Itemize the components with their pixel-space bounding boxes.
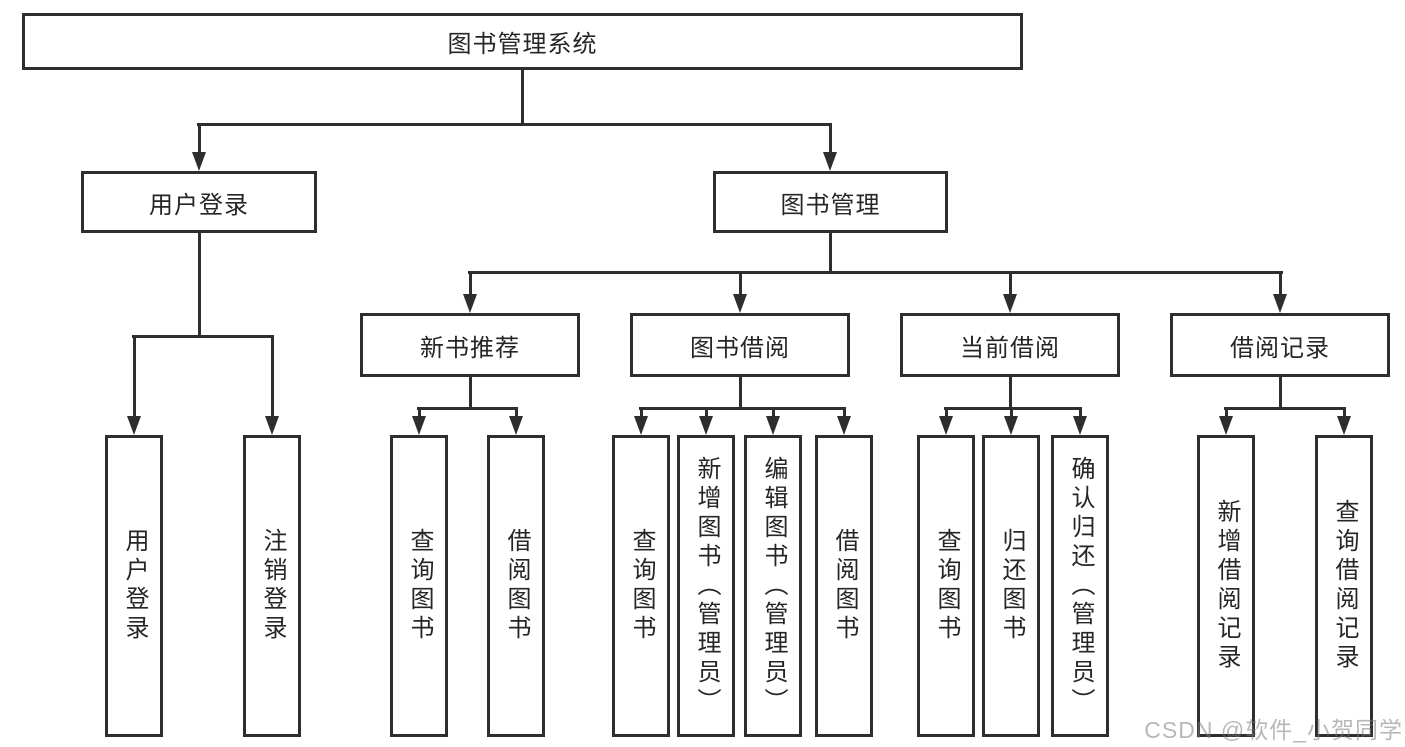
leaf-query-books-1: 查询图书 — [390, 435, 448, 737]
leaf-edit-books-admin: 编辑图书（管理员） — [744, 435, 802, 737]
leaf-query-books-2: 查询图书 — [612, 435, 670, 737]
connector-segment — [829, 233, 832, 271]
node-user-login: 用户登录 — [81, 171, 317, 233]
node-borrowing-records: 借阅记录 — [1170, 313, 1390, 377]
leaf-logout: 注销登录 — [243, 435, 301, 737]
arrowhead — [1003, 294, 1017, 313]
connector-segment — [945, 407, 948, 417]
arrowhead — [127, 416, 141, 435]
arrowhead — [1337, 416, 1351, 435]
connector-segment — [198, 233, 201, 335]
connector-segment — [515, 407, 518, 417]
connector-segment — [468, 271, 1283, 274]
leaf-add-books-admin: 新增图书（管理员） — [677, 435, 735, 737]
connector-segment — [469, 377, 472, 407]
arrowhead — [192, 152, 206, 171]
connector-segment — [739, 377, 742, 407]
arrowhead — [699, 416, 713, 435]
connector-segment — [1009, 377, 1012, 407]
leaf-borrow-books-2: 借阅图书 — [815, 435, 873, 737]
connector-segment — [639, 407, 846, 410]
node-book-management: 图书管理 — [713, 171, 948, 233]
leaf-add-borrow-record: 新增借阅记录 — [1197, 435, 1255, 737]
connector-segment — [1010, 407, 1013, 417]
node-book-borrowing: 图书借阅 — [630, 313, 850, 377]
connector-segment — [705, 407, 708, 417]
connector-segment — [521, 70, 524, 123]
leaf-return-books: 归还图书 — [982, 435, 1040, 737]
connector-segment — [843, 407, 846, 417]
leaf-query-borrow-record: 查询借阅记录 — [1315, 435, 1373, 737]
connector-segment — [417, 407, 518, 410]
leaf-query-books-3: 查询图书 — [917, 435, 975, 737]
node-new-book-recommend: 新书推荐 — [360, 313, 580, 377]
connector-segment — [1343, 407, 1346, 417]
arrowhead — [1004, 416, 1018, 435]
connector-segment — [829, 123, 832, 153]
arrowhead — [634, 416, 648, 435]
leaf-confirm-return-admin: 确认归还（管理员） — [1051, 435, 1109, 737]
arrowhead — [1073, 416, 1087, 435]
connector-segment — [1009, 271, 1012, 295]
leaf-user-login: 用户登录 — [105, 435, 163, 737]
watermark: CSDN @软件_小贺同学 — [1144, 717, 1403, 743]
arrowhead — [1273, 294, 1287, 313]
connector-segment — [1079, 407, 1082, 417]
arrowhead — [509, 416, 523, 435]
arrowhead — [265, 416, 279, 435]
connector-segment — [739, 271, 742, 295]
connector-segment — [1279, 271, 1282, 295]
leaf-borrow-books-1: 借阅图书 — [487, 435, 545, 737]
arrowhead — [463, 294, 477, 313]
connector-segment — [1225, 407, 1228, 417]
arrowhead — [766, 416, 780, 435]
connector-segment — [469, 271, 472, 295]
connector-segment — [1279, 377, 1282, 407]
node-library-system: 图书管理系统 — [22, 13, 1023, 70]
connector-segment — [772, 407, 775, 417]
node-current-borrowing: 当前借阅 — [900, 313, 1120, 377]
connector-segment — [640, 407, 643, 417]
arrowhead — [1219, 416, 1233, 435]
connector-segment — [198, 123, 201, 153]
connector-segment — [1224, 407, 1345, 410]
connector-segment — [197, 123, 832, 126]
connector-segment — [133, 335, 136, 417]
connector-segment — [418, 407, 421, 417]
connector-segment — [271, 335, 274, 417]
arrowhead — [939, 416, 953, 435]
arrowhead — [837, 416, 851, 435]
arrowhead — [733, 294, 747, 313]
connector-segment — [132, 335, 274, 338]
arrowhead — [823, 152, 837, 171]
arrowhead — [412, 416, 426, 435]
